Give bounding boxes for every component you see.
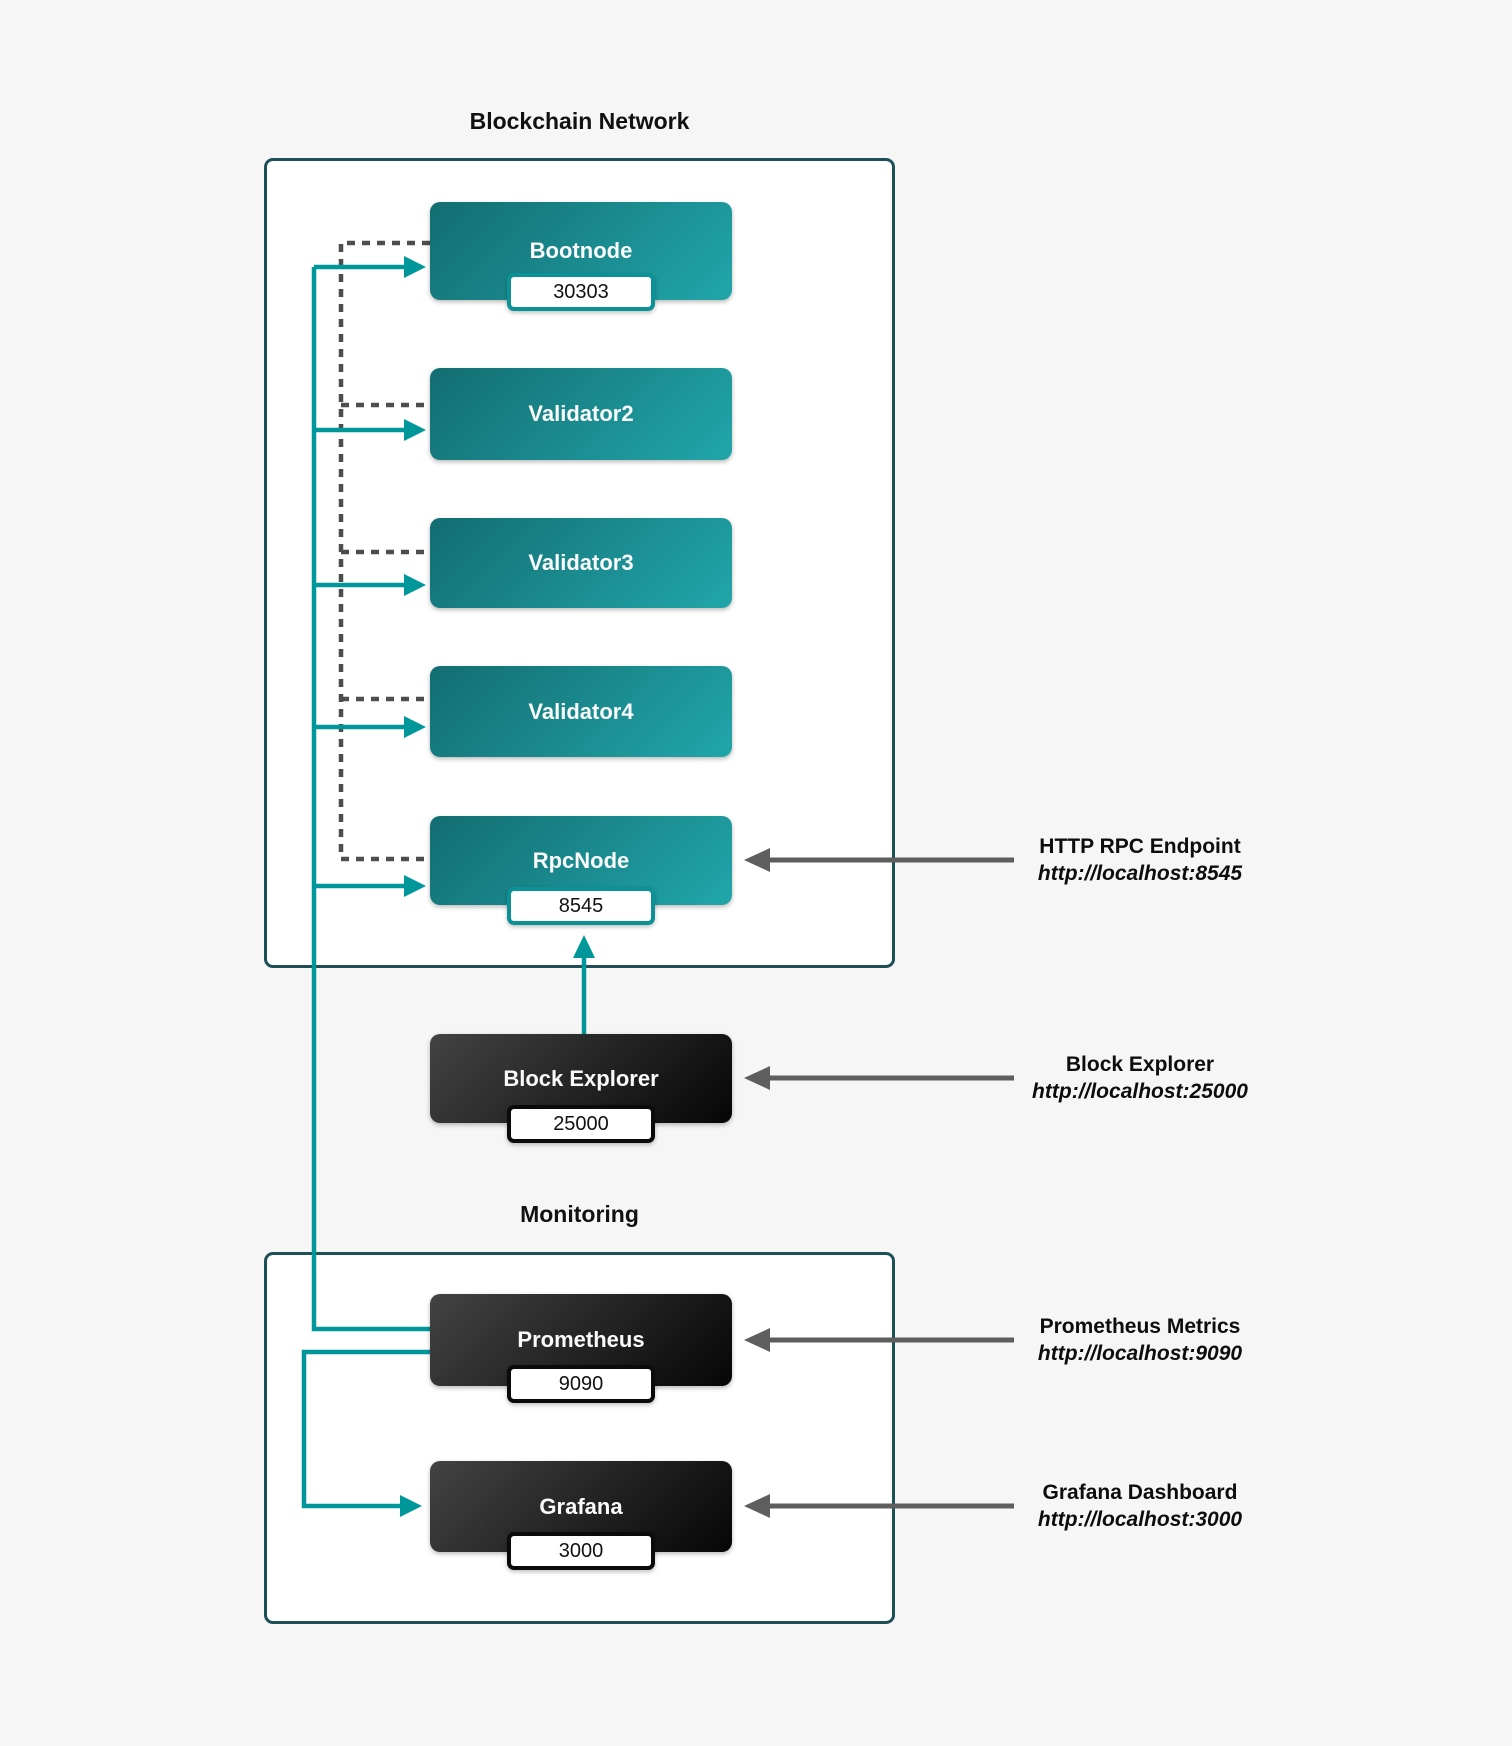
node-validator3-label: Validator3 <box>528 550 634 575</box>
node-bootnode: Bootnode 30303 <box>430 202 732 311</box>
callout-grafana-title: Grafana Dashboard <box>1042 1481 1238 1504</box>
node-rpcnode-label: RpcNode <box>532 847 630 873</box>
node-rpcnode: RpcNode 8545 <box>430 816 732 925</box>
port-block-explorer: 25000 <box>553 1112 609 1135</box>
callout-block-explorer: Block Explorer http://localhost:25000 <box>950 1051 1330 1105</box>
port-badge-prometheus: 9090 <box>507 1365 655 1403</box>
node-validator2: Validator2 <box>430 368 732 460</box>
callout-rpc-endpoint-url: http://localhost:8545 <box>1037 862 1243 885</box>
callout-prometheus: Prometheus Metrics http://localhost:9090 <box>950 1313 1330 1367</box>
node-validator2-label: Validator2 <box>528 401 634 426</box>
callout-block-explorer-url: http://localhost:25000 <box>1032 1080 1248 1103</box>
port-badge-block-explorer: 25000 <box>507 1105 655 1143</box>
callout-prometheus-title: Prometheus Metrics <box>1039 1315 1241 1338</box>
callout-arrowhead-blockexplorer-icon <box>744 1066 770 1090</box>
node-prometheus-label: Prometheus <box>517 1327 645 1352</box>
callout-rpc-endpoint-title: HTTP RPC Endpoint <box>1039 835 1241 858</box>
node-block-explorer-label: Block Explorer <box>503 1065 659 1091</box>
port-rpcnode: 8545 <box>558 894 604 917</box>
cluster-title-monitoring: Monitoring <box>520 1201 639 1227</box>
node-block-explorer: Block Explorer 25000 <box>430 1034 732 1143</box>
node-prometheus: Prometheus 9090 <box>430 1294 732 1403</box>
node-grafana-label: Grafana <box>539 1493 623 1519</box>
callout-block-explorer-title: Block Explorer <box>1065 1053 1215 1076</box>
port-badge-rpcnode: 8545 <box>507 887 655 925</box>
node-validator4-label: Validator4 <box>528 698 634 724</box>
node-validator3: Validator3 <box>430 518 732 608</box>
port-badge-grafana: 3000 <box>507 1532 655 1570</box>
node-grafana: Grafana 3000 <box>430 1461 732 1570</box>
port-prometheus: 9090 <box>558 1372 604 1395</box>
port-bootnode: 30303 <box>553 280 609 303</box>
node-validator4: Validator4 <box>430 666 732 757</box>
callout-grafana: Grafana Dashboard http://localhost:3000 <box>950 1479 1330 1533</box>
callout-grafana-url: http://localhost:3000 <box>1037 1508 1243 1531</box>
callout-rpc-endpoint: HTTP RPC Endpoint http://localhost:8545 <box>950 833 1330 887</box>
port-badge-bootnode: 30303 <box>507 273 655 311</box>
port-grafana: 3000 <box>558 1539 604 1562</box>
cluster-title-blockchain-network: Blockchain Network <box>469 108 690 134</box>
node-bootnode-label: Bootnode <box>529 238 633 263</box>
callout-prometheus-url: http://localhost:9090 <box>1037 1342 1243 1365</box>
